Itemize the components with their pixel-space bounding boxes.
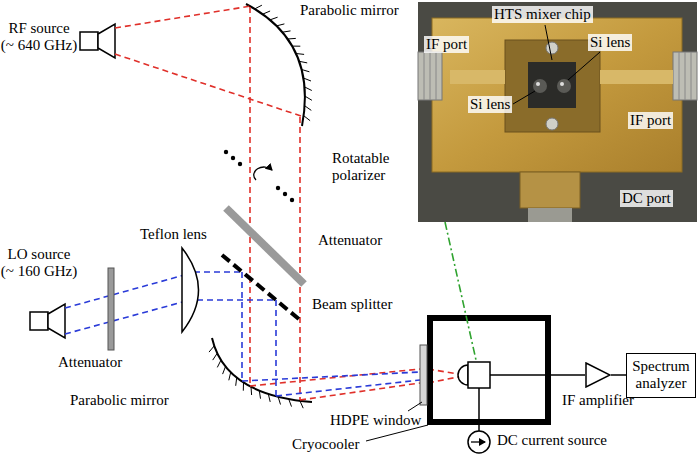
amplifier-label: IF amplifier [562,392,634,409]
rf-horn [80,24,115,58]
hatch-mark [296,53,304,55]
hatch-mark [229,372,231,380]
mixer-block [468,362,490,388]
hatch-mark [305,106,312,111]
label: Cryocooler [292,436,359,453]
hatch-mark [243,383,244,391]
hatch-mark [209,346,214,352]
label: Parabolic mirror [300,2,399,19]
hatch-mark [305,96,312,100]
amplifier-outline [585,362,611,388]
mirror-hatching [209,5,312,408]
label: HDPE window [330,412,421,429]
dc-wire [478,388,480,431]
hatch-mark [288,38,296,40]
hatch-mark [251,387,253,395]
hatch-mark [236,378,237,386]
label: HTS mixer chip [492,6,593,23]
hatch-mark [292,46,300,47]
hatch-mark [223,367,226,375]
label: Beam splitter [312,296,392,313]
zoom-line [445,222,476,360]
rf-beam [115,6,458,400]
label: LO source (~ 160 GHz) [0,246,78,281]
si-lens [458,365,468,385]
hatch-mark [263,11,271,14]
hatch-mark [303,78,311,81]
label: DC current source [497,432,607,449]
hdpe-window [420,345,427,405]
parabolic-mirror [246,4,305,126]
instrument-label: Spectrum analyzer [630,358,692,393]
leader-line [408,402,422,411]
beam-splitter [222,255,300,320]
mixer-photo [418,2,697,222]
label: Attenuator [58,354,122,371]
if-wire [490,374,585,376]
label: Parabolic mirror [70,392,169,409]
hatch-mark [282,31,290,32]
label: Rotatable polarizer [332,150,404,185]
hatch-mark [305,87,312,91]
label: IF port [424,36,469,53]
hatch-mark [268,394,270,402]
cryocooler-housing [430,318,548,422]
hatch-mark [270,17,278,20]
hatch-mark [255,5,262,9]
current-arrow [471,441,485,442]
parabolic-mirror [212,338,312,402]
hatch-mark [278,397,280,405]
hatch-mark [299,61,307,63]
attenuator [226,208,304,284]
label: IF port [628,112,673,129]
current-source [468,431,490,453]
amplifier-symbol: IF amplifier [585,362,611,388]
label: Si lens [588,34,632,51]
label: Teflon lens [140,226,207,243]
hatch-mark [289,399,292,407]
label: RF source (~ 640 GHz) [0,20,78,55]
hatch-mark [302,70,310,72]
label: Attenuator [318,232,382,249]
hatch-mark [304,116,310,121]
lo-horn [30,304,65,338]
hatch-mark [259,391,260,399]
rotation-arrow [254,167,272,180]
hatch-mark [213,353,218,360]
teflon-lens [182,248,199,332]
attenuator [108,268,114,350]
hatch-mark [277,24,285,26]
instrument-box: Spectrum analyzer [626,353,696,398]
connector [611,374,626,376]
hatch-mark [300,401,303,409]
hatch-mark [217,360,221,367]
polarizer [224,150,294,202]
lo-beam [65,272,420,396]
label: Si lens [468,96,512,113]
amplifier-triangle [586,363,610,387]
label: DC port [620,190,673,207]
